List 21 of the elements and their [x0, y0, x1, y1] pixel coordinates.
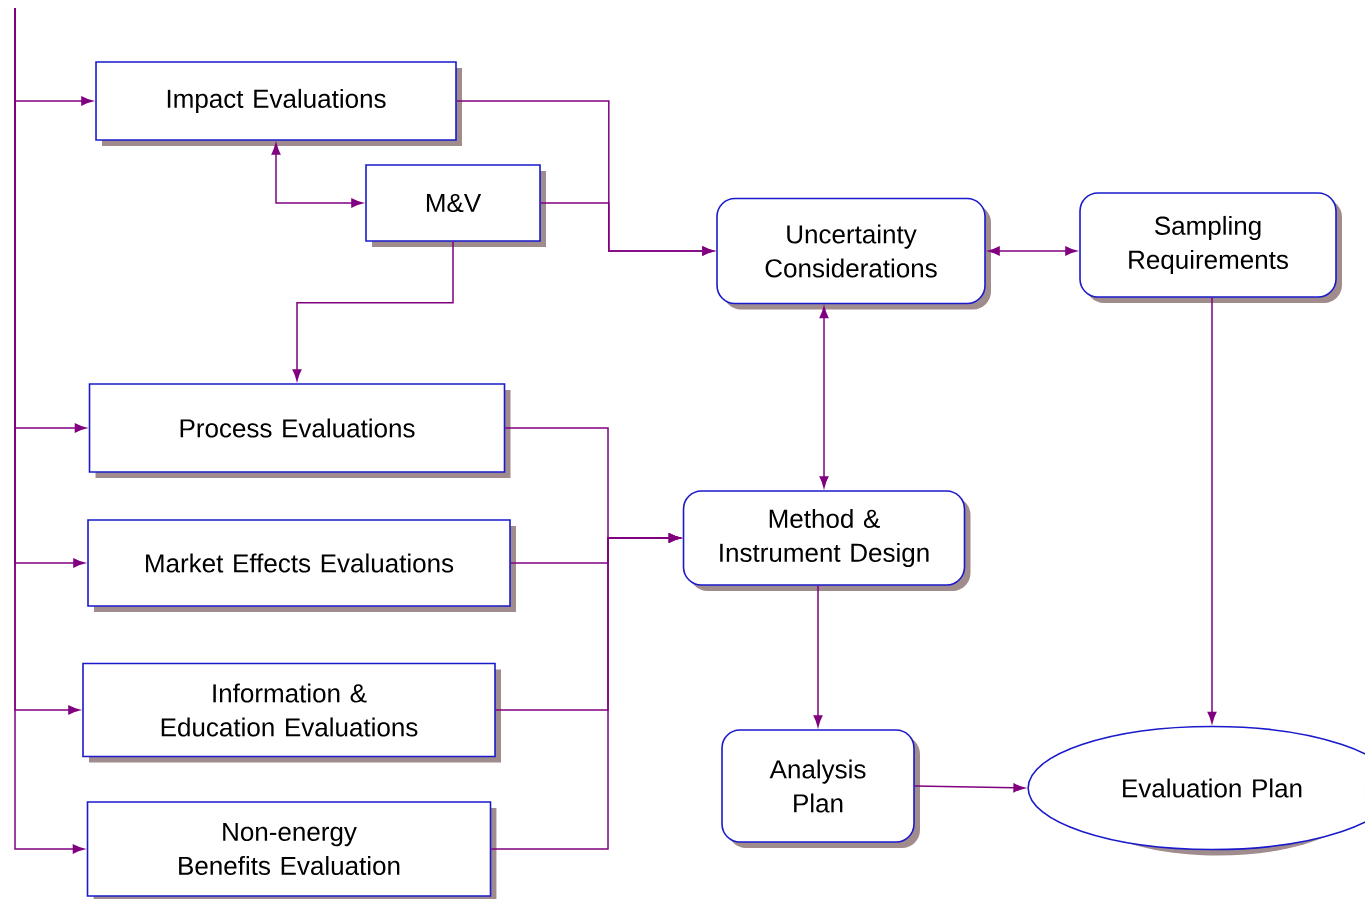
rounded-box: Sampling Requirements — [1079, 192, 1342, 303]
rounded-box: Uncertainty Considerations — [716, 197, 991, 310]
arrow — [813, 585, 823, 727]
process-box: Impact Evaluations — [95, 61, 462, 146]
node-label: Evaluation Plan — [1123, 778, 1302, 798]
process-box: Non-energy Benefits Evaluation — [86, 801, 497, 899]
rounded-box: Analysis Plan — [721, 729, 920, 848]
arrow — [490, 533, 681, 850]
process-box: Process Evaluations — [88, 383, 511, 478]
process-box: M&V — [365, 164, 546, 247]
arrow — [914, 783, 1025, 793]
process-box: Information & Education Evaluations — [82, 662, 501, 763]
arrow — [540, 202, 714, 256]
rounded-box: Method & Instrument Design — [682, 490, 971, 591]
process-box: Market Effects Evaluations — [87, 519, 516, 612]
arrow — [1207, 297, 1217, 724]
arrow — [14, 7, 85, 854]
arrow — [271, 143, 363, 208]
arrow — [292, 241, 454, 381]
arrow — [988, 246, 1077, 256]
arrow — [819, 306, 829, 488]
